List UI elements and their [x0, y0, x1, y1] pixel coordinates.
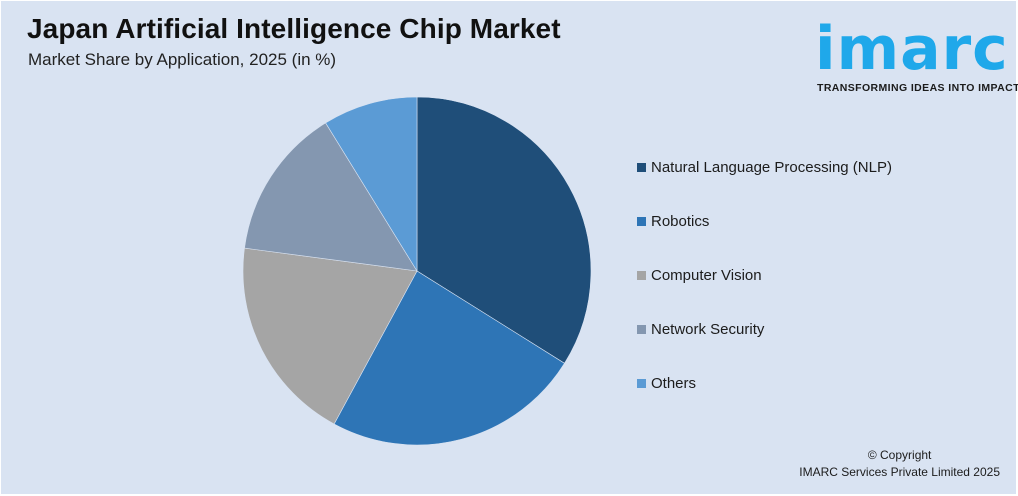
legend-item: Computer Vision [637, 266, 762, 286]
legend-item: Others [637, 374, 696, 394]
pie-slice-others [325, 96, 418, 273]
copyright-line-1: © Copyright [867, 448, 932, 462]
legend-label: Others [651, 375, 697, 392]
logo-wordmark: imarc [815, 14, 1009, 84]
copyright-notice: © Copyright IMARC Services Private Limit… [799, 447, 1000, 481]
pie-slice-network-security [244, 122, 418, 272]
legend-item: Robotics [637, 212, 709, 232]
pie-slice-natural-language-processing-nlp [416, 96, 592, 364]
legend-swatch-icon [637, 271, 646, 280]
chart-title: Japan Artificial Intelligence Chip Marke… [27, 13, 561, 44]
legend-label: Network Security [651, 321, 765, 338]
legend-swatch-icon [637, 379, 646, 388]
chart-subtitle: Market Share by Application, 2025 (in %) [28, 50, 337, 69]
legend-swatch-icon [637, 163, 646, 172]
legend-label: Robotics [651, 213, 710, 230]
legend-label: Computer Vision [651, 267, 762, 284]
copyright-line-2: IMARC Services Private Limited 2025 [799, 465, 1000, 479]
pie-chart [242, 96, 592, 446]
logo-tagline: TRANSFORMING IDEAS INTO IMPACT [817, 82, 1018, 94]
legend-item: Network Security [637, 320, 764, 340]
legend-swatch-icon [637, 217, 646, 226]
imarc-logo: imarc TRANSFORMING IDEAS INTO IMPACT [813, 13, 1018, 97]
pie-slice-computer-vision [242, 247, 418, 425]
legend-label: Natural Language Processing (NLP) [651, 159, 892, 176]
legend-item: Natural Language Processing (NLP) [637, 158, 892, 178]
pie-slice-robotics [333, 270, 565, 446]
legend-swatch-icon [637, 325, 646, 334]
